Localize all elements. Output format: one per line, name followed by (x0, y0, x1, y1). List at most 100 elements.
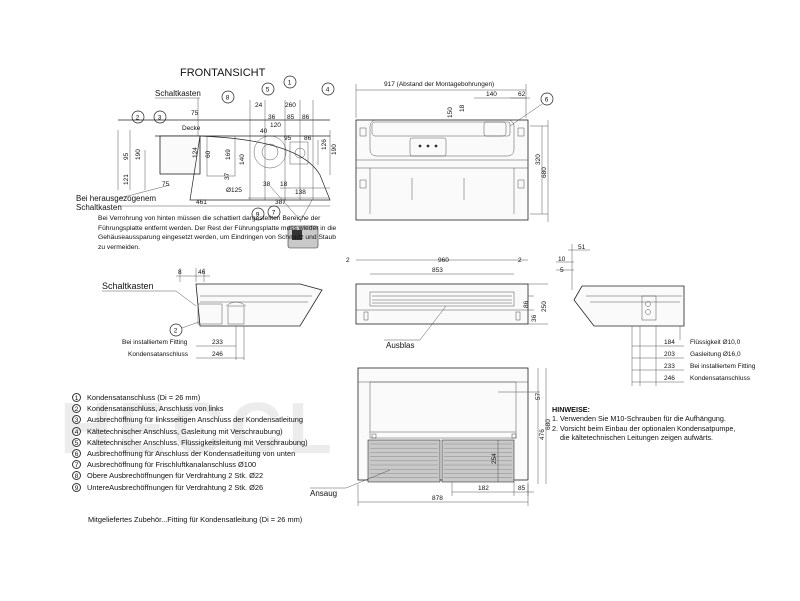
label-schaltkasten-side: Schaltkasten (102, 281, 154, 291)
dim-18: 18 (280, 181, 288, 188)
legend-number: 1 (72, 393, 81, 403)
dim-95b: 95 (123, 152, 130, 160)
legend-number: 5 (72, 437, 81, 447)
dim-95: 95 (284, 135, 292, 142)
legend-item: 5 Kältetechnischer Anschluss, Flüssigkeit… (72, 437, 362, 448)
callout-6: 6 (545, 97, 549, 104)
legend-number: 8 (72, 471, 81, 481)
legend-text: Obere Ausbrechöffnungen für Verdrahtung … (87, 471, 264, 481)
dim-85: 85 (287, 114, 295, 121)
legend-item: 1 Kondensatanschluss (Di = 26 mm) (72, 392, 362, 403)
dim-169: 169 (225, 149, 232, 160)
legend-text: Kondensatanschluss (Di = 26 mm) (87, 393, 201, 402)
legend-number: 9 (72, 482, 81, 492)
label-decke: Decke (182, 125, 201, 132)
dim-387: 387 (275, 199, 286, 206)
label-fitting-left: Bei installiertem Fitting (122, 339, 188, 346)
dim-246-left: 246 (212, 351, 223, 358)
legend-item: 9 UntereAusbrechöffnungen für Verdrahtung… (72, 482, 362, 493)
callout-3: 3 (158, 115, 162, 122)
dim-10: 10 (558, 256, 566, 263)
front-view: 2 960 2 853 86 36 250 Ausblas (346, 257, 548, 350)
dim-680-top: 680 (541, 167, 548, 178)
legend-number: 3 (72, 415, 81, 425)
dim-86: 86 (302, 114, 310, 121)
air-intake-grille (367, 439, 515, 483)
dim-120: 120 (270, 122, 281, 129)
warning-text: Bei Verrohrung von hinten müssen die sch… (98, 215, 337, 251)
legend-item: 4 Kältetechnischer Anschluss, Gasleitung … (72, 426, 362, 437)
legend-number: 4 (72, 426, 81, 436)
drawing-title: FRONTANSICHT (180, 67, 266, 79)
dim-680-bottom: 680 (545, 419, 552, 430)
dim-51: 51 (578, 244, 586, 251)
dim-121: 121 (123, 174, 130, 185)
dim-250: 250 (541, 301, 548, 312)
label-ausblas: Ausblas (386, 341, 414, 350)
dim-2a: 2 (346, 257, 350, 264)
dim-917: 917 (Abstand der Montagebohrungen) (384, 81, 494, 88)
dim-62: 62 (518, 91, 526, 98)
callout-8: 8 (226, 95, 230, 102)
callout-1: 1 (288, 80, 292, 87)
legend-number: 7 (72, 460, 81, 470)
dim-37: 37 (224, 172, 231, 180)
callout-7: 7 (272, 210, 276, 217)
dim-184: 184 (664, 339, 675, 346)
label-ansaug: Ansaug (310, 489, 337, 498)
note-3: die kältetechnischen Leitungen zeigen au… (560, 433, 714, 443)
dim-38: 38 (263, 181, 271, 188)
legend-text: Ausbrechöffnung für linksseitigen Anschl… (87, 415, 303, 425)
bottom-view: 57 680 476 254 182 85 878 Ansaug (310, 367, 552, 506)
dim-57: 57 (535, 392, 542, 400)
dim-233-left: 233 (212, 339, 223, 346)
label-kondensat-left: Kondensatanschluss (128, 351, 189, 358)
dim-203: 203 (664, 351, 675, 358)
dim-18-top: 18 (459, 104, 466, 112)
dim-46: 46 (198, 269, 206, 276)
notes-heading: HINWEISE: (552, 405, 590, 414)
legend-text: Kältetechnischer Anschluss, Flüssigkeits… (87, 437, 308, 447)
dim-150: 150 (447, 107, 454, 118)
legend-text: Kältetechnischer Anschluss, Gasleitung m… (87, 426, 283, 436)
dim-260: 260 (285, 102, 296, 109)
dim-182: 182 (478, 485, 489, 492)
dim-24: 24 (255, 102, 263, 109)
callout-4: 4 (326, 87, 330, 94)
legend-number: 6 (72, 449, 81, 459)
dim-254: 254 (491, 453, 498, 464)
callout-9: 9 (256, 212, 260, 219)
dim-86-front: 86 (523, 300, 530, 308)
legend-number: 2 (72, 404, 81, 414)
callout-group-top: 2 3 8 5 1 4 9 7 6 2 (131, 75, 554, 337)
dim-2b: 2 (518, 257, 522, 264)
dim-36-front: 36 (531, 314, 538, 322)
dim-86b: 86 (304, 135, 312, 142)
legend-item: 8 Obere Ausbrechöffnungen für Verdrahtung… (72, 470, 362, 481)
dim-233-right: 233 (664, 363, 675, 370)
callout-5: 5 (266, 87, 270, 94)
dim-d125: Ø125 (226, 187, 242, 194)
watermark: HECCL (60, 389, 338, 469)
dim-126: 126 (321, 139, 328, 150)
dim-40: 40 (260, 128, 268, 135)
dim-75b: 75 (162, 181, 170, 188)
dim-140-top: 140 (486, 91, 497, 98)
notes: HINWEISE: 1. Verwenden Sie M10-Schrauben… (552, 405, 792, 443)
dim-5: 5 (560, 267, 564, 274)
dim-320: 320 (535, 154, 542, 165)
dim-853: 853 (432, 267, 443, 274)
dim-476: 476 (539, 429, 546, 440)
label-schaltkasten-2: Schaltkasten (76, 203, 122, 212)
note-1: 1. Verwenden Sie M10-Schrauben für die A… (552, 414, 726, 424)
dim-8: 8 (178, 269, 182, 276)
side-view-right: 51 10 5 184 203 233 246 Flüssigkeit Ø10,… (556, 244, 756, 386)
dim-190: 190 (135, 149, 142, 160)
dim-960: 960 (438, 257, 449, 264)
callout-2a: 2 (136, 115, 140, 122)
legend-text: UntereAusbrechöffnungen für Verdrahtung … (87, 482, 264, 492)
